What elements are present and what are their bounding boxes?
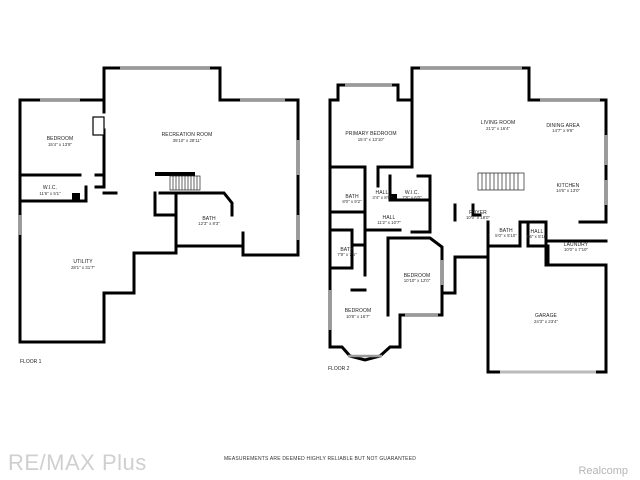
f2-hall-3-dims: 3'6" x 5'10" bbox=[526, 234, 548, 239]
floor-2-foyer-walls bbox=[453, 203, 482, 222]
floor-2-core-walls bbox=[486, 220, 608, 267]
f2-hall-1-name: HALL bbox=[376, 190, 389, 196]
f2-hall-1-dims: 3'4" x 8'0" bbox=[372, 195, 392, 200]
floor-1-stairs bbox=[169, 175, 201, 191]
floor-1-bedroom-wall bbox=[18, 156, 106, 177]
f2-foyer-name: FOYER bbox=[469, 210, 487, 216]
f1-bedroom-dims: 15'4" x 13'8" bbox=[48, 142, 73, 147]
floor-1-wic-block bbox=[72, 193, 80, 201]
f1-utility-name: UTILITY bbox=[73, 259, 93, 265]
f1-utility-dims: 28'1" x 31'7" bbox=[71, 265, 96, 270]
f2-wic-dims: 7'8" x 6'0" bbox=[402, 195, 422, 200]
f2-wic-name: W.I.C. bbox=[405, 190, 419, 196]
floor-2-label: FLOOR 2 bbox=[328, 366, 350, 372]
brand-logo: RE/MAX Plus bbox=[8, 450, 147, 475]
floor-2-primary-walls bbox=[328, 98, 414, 169]
floor-2-bedroom2-walls bbox=[328, 243, 367, 292]
f2-dining-area-dims: 14'7" x 9'6" bbox=[552, 128, 574, 133]
floor-2-garage-walls bbox=[486, 244, 608, 374]
f2-bedroom-1-name: BEDROOM bbox=[404, 273, 431, 279]
f2-bath-2-dims: 5'0" x 5'10" bbox=[495, 233, 517, 238]
floor-1-windows bbox=[18, 66, 300, 240]
f1-bedroom-name: BEDROOM bbox=[47, 136, 74, 142]
f2-bedroom-2-name: BEDROOM bbox=[345, 308, 372, 314]
f1-wic-name: W.I.C. bbox=[43, 185, 57, 191]
f2-bath-3-name: BATH bbox=[340, 247, 354, 253]
f2-dining-area-name: DINING AREA bbox=[546, 123, 580, 129]
f2-kitchen-dims: 14'6" x 13'0" bbox=[556, 188, 581, 193]
f2-foyer-dims: 10'0" x 18'0" bbox=[466, 215, 491, 220]
floor-1-fireplace bbox=[92, 116, 105, 136]
f2-bath-1-dims: 8'0" x 9'2" bbox=[342, 199, 362, 204]
floor-2-hall2-walls bbox=[363, 198, 432, 234]
floor-1-label: FLOOR 1 bbox=[20, 359, 42, 365]
floor-2-plan: LIVING ROOM 21'2" x 16'4" DINING AREA 14… bbox=[328, 66, 608, 374]
f2-primary-bedroom-dims: 15'4" x 13'10" bbox=[358, 137, 385, 142]
floor-1-stair-landing bbox=[155, 172, 195, 176]
floor-1-bath-walls bbox=[158, 191, 245, 248]
f1-bath-dims: 12'3" x 8'3" bbox=[198, 221, 220, 226]
f2-hall-2-name: HALL bbox=[383, 215, 396, 221]
f1-recreation-room-name: RECREATION ROOM bbox=[162, 132, 213, 138]
f2-laundry-dims: 10'0" x 7'10" bbox=[564, 247, 589, 252]
floor-2-stairs bbox=[477, 172, 525, 191]
disclaimer-text: MEASUREMENTS ARE DEEMED HIGHLY RELIABLE … bbox=[223, 456, 417, 462]
f2-hall-3-name: HALL bbox=[531, 229, 544, 235]
f2-primary-bedroom-name: PRIMARY BEDROOM bbox=[345, 131, 396, 137]
f2-garage-dims: 24'3" x 23'4" bbox=[534, 319, 559, 324]
f2-hall-2-dims: 11'2" x 10'7" bbox=[377, 220, 401, 225]
f2-living-room-dims: 21'2" x 16'4" bbox=[486, 126, 511, 131]
credit-logo: Realcomp bbox=[578, 465, 628, 477]
floor-1-outer-walls bbox=[18, 66, 300, 344]
f2-living-room-name: LIVING ROOM bbox=[481, 120, 515, 126]
f2-bedroom-2-dims: 10'8" x 16'7" bbox=[346, 314, 371, 319]
floor-1-plan: BEDROOM 15'4" x 13'8" RECREATION ROOM 35… bbox=[18, 66, 300, 365]
f1-wic-dims: 11'6" x 5'1" bbox=[39, 191, 61, 196]
floor-1-wic-walls bbox=[18, 173, 106, 203]
floor-2-wic-block bbox=[390, 194, 397, 201]
f2-laundry-name: LAUNDRY bbox=[564, 242, 589, 248]
f1-bath-name: BATH bbox=[202, 216, 216, 222]
f2-bath-3-dims: 7'8" x 7'5" bbox=[337, 252, 357, 257]
f2-bath-2-name: BATH bbox=[499, 228, 513, 234]
f2-garage-name: GARAGE bbox=[535, 313, 558, 319]
f1-recreation-room-dims: 35'10" x 28'11" bbox=[173, 138, 202, 143]
floor-1-bath-notch bbox=[153, 191, 178, 217]
f2-kitchen-name: KITCHEN bbox=[557, 183, 580, 189]
floor-2-outer-walls bbox=[328, 66, 608, 362]
floor-2-windows bbox=[328, 66, 608, 358]
f2-bath-1-name: BATH bbox=[345, 194, 359, 200]
f2-bedroom-1-dims: 10'10" x 12'0" bbox=[404, 278, 431, 283]
